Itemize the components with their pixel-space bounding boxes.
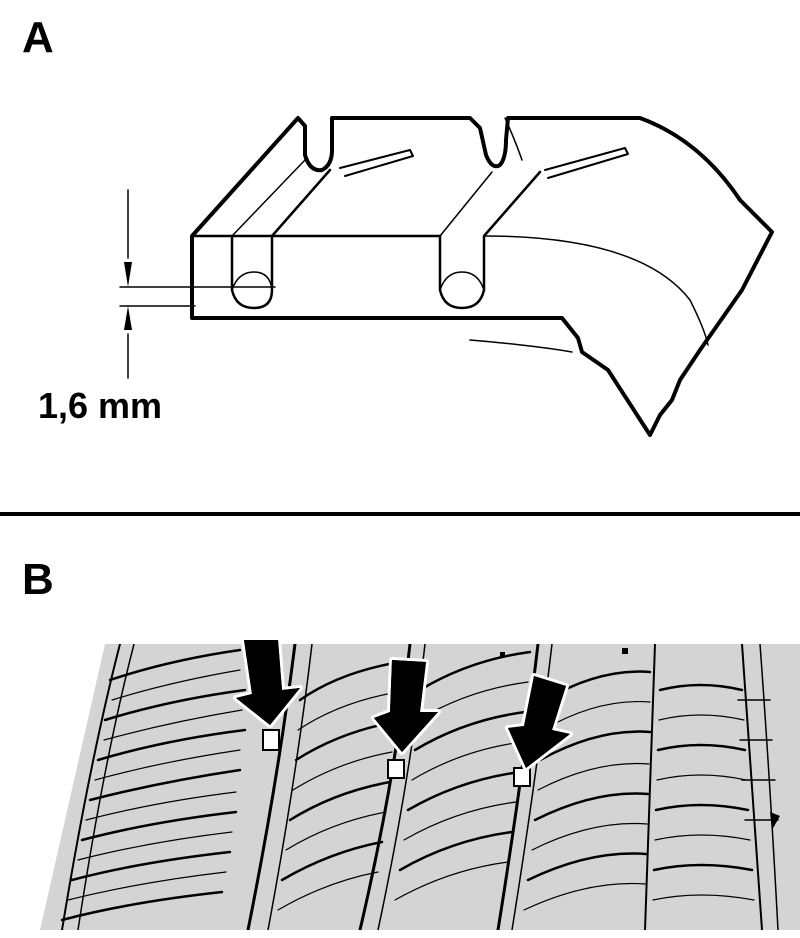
tread-cross-section-diagram [119,116,774,437]
panel-a-label: A [22,13,54,62]
wear-indicator-1 [262,729,280,751]
sipe-left [339,149,414,177]
dimension-arrow-down [124,262,132,287]
groove-right [438,170,542,310]
wear-indicator-3 [513,767,531,787]
wear-indicator-2 [387,759,405,779]
tread-surface [40,644,800,930]
panel-divider [0,512,800,516]
dimension-arrow-up [124,306,132,330]
groove-line-1 [246,644,297,930]
tread-depth-label: 1,6 mm [38,385,163,426]
groove-line-4 [644,644,656,930]
groove-left [230,168,332,310]
sipe-right [544,147,629,179]
panel-b-label: B [22,555,54,604]
tread-block-outline [190,116,774,437]
